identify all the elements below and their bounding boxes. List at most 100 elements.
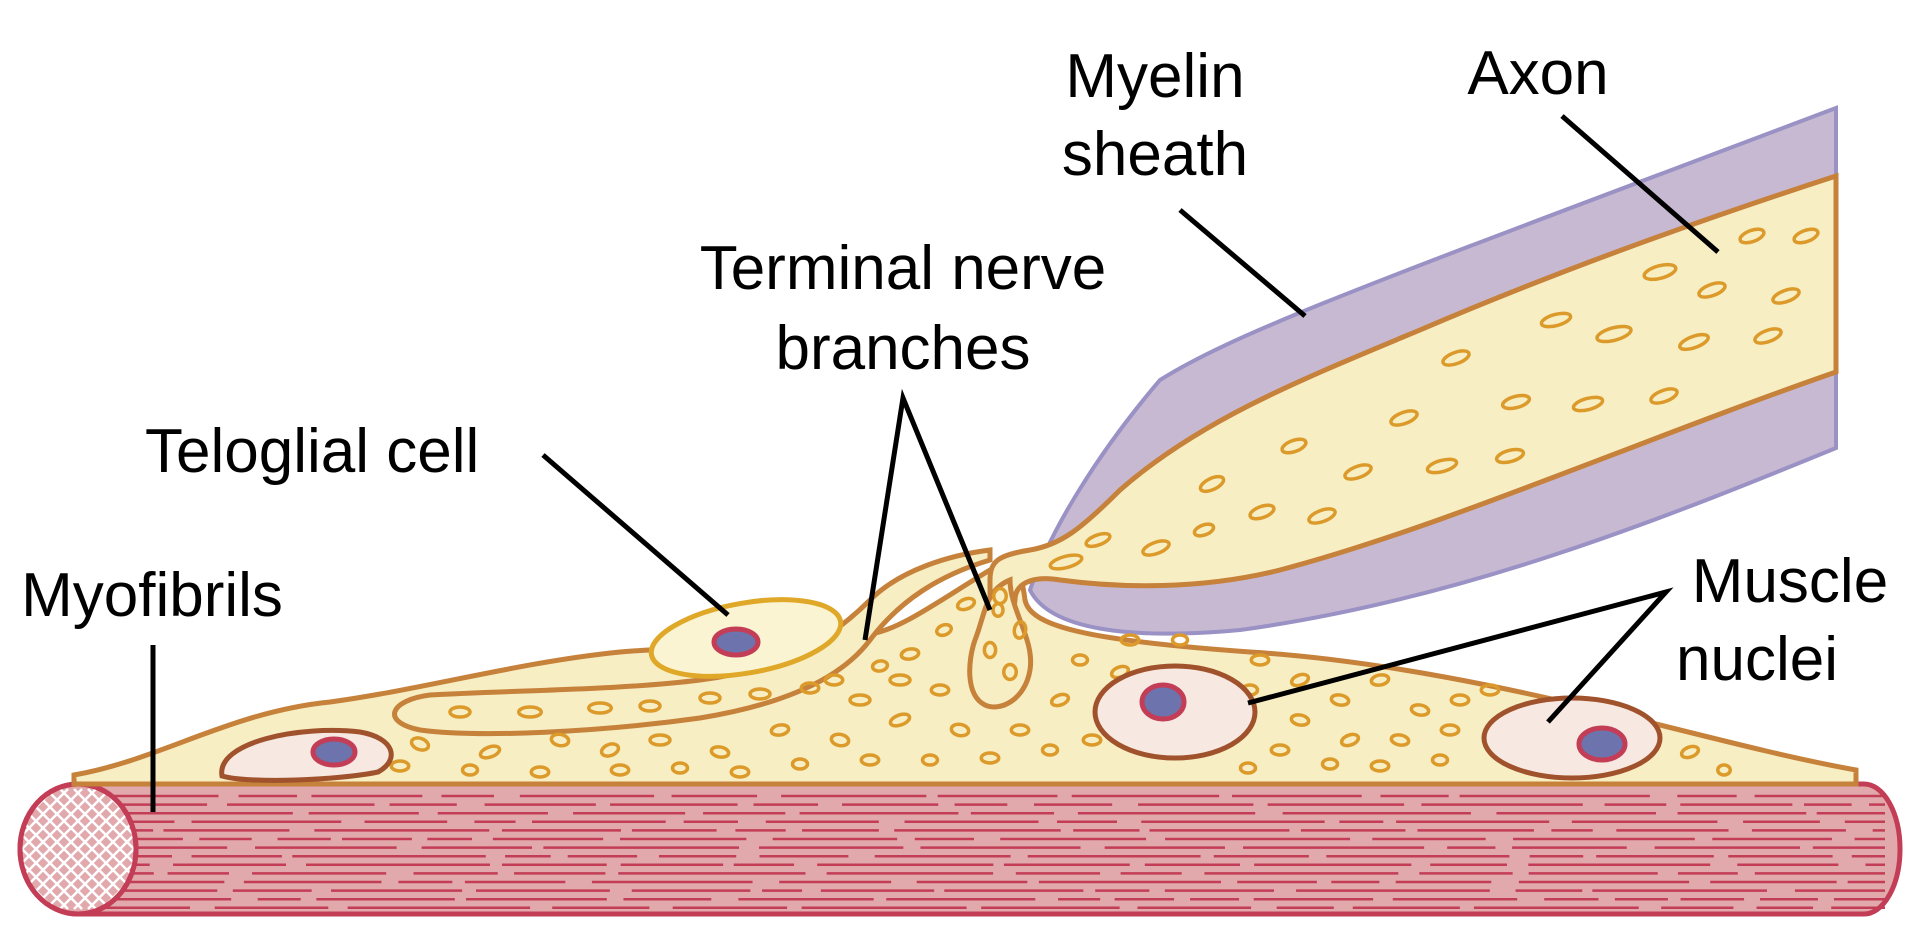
leader-lines bbox=[150, 114, 1720, 812]
vesicle bbox=[769, 723, 791, 737]
vesicle bbox=[748, 687, 772, 701]
vesicle bbox=[899, 647, 921, 661]
vesicle bbox=[955, 596, 977, 612]
vesicle bbox=[979, 751, 1001, 765]
vesicle bbox=[670, 761, 690, 775]
vesicle bbox=[448, 705, 472, 719]
vesicle bbox=[1329, 693, 1351, 707]
muscle-fiber bbox=[17, 781, 1903, 917]
vesicle bbox=[1307, 507, 1337, 525]
vesicle bbox=[709, 745, 731, 759]
vesicle bbox=[549, 732, 571, 748]
vesicle bbox=[1009, 723, 1031, 737]
muscle-nuclei-leader bbox=[1247, 587, 1674, 724]
vesicle bbox=[409, 736, 431, 752]
vesicle bbox=[1479, 683, 1501, 697]
vesicle bbox=[1084, 531, 1112, 549]
vesicle bbox=[1081, 733, 1103, 747]
vesicle bbox=[1369, 673, 1391, 687]
vesicle bbox=[1539, 311, 1573, 329]
vesicle bbox=[991, 602, 1005, 618]
vesicle bbox=[1343, 463, 1373, 481]
vesicle bbox=[517, 705, 543, 719]
vesicle bbox=[1002, 662, 1018, 682]
vesicle bbox=[1198, 474, 1226, 494]
myelin-leader bbox=[1178, 208, 1307, 318]
vesicle bbox=[729, 765, 751, 779]
synaptic-vesicles bbox=[389, 227, 1820, 779]
vesicle bbox=[478, 744, 502, 760]
vesicle bbox=[1170, 633, 1190, 647]
vesicle bbox=[1409, 703, 1431, 717]
crosshatch-line bbox=[22, 788, 111, 910]
vesicle bbox=[1238, 761, 1258, 775]
vesicle bbox=[1248, 503, 1276, 521]
muscle-nucleus bbox=[1481, 695, 1663, 781]
label-myofibrils: Myofibrils bbox=[21, 561, 283, 630]
vesicle bbox=[1494, 447, 1526, 465]
vesicle bbox=[1389, 733, 1411, 747]
crosshatch-line bbox=[22, 788, 134, 910]
label-muscle-line2: nuclei bbox=[1676, 625, 1838, 694]
vesicle bbox=[1289, 672, 1311, 688]
vesicle bbox=[1339, 732, 1361, 748]
vesicle bbox=[920, 753, 940, 767]
label-myelin-line2: sheath bbox=[1062, 120, 1248, 189]
vesicle bbox=[1320, 757, 1340, 771]
crosshatch-line bbox=[45, 788, 134, 910]
vesicle bbox=[1571, 395, 1605, 413]
vesicle bbox=[1792, 227, 1820, 245]
vesicle bbox=[848, 693, 872, 707]
vesicle bbox=[1642, 262, 1678, 282]
vesicle bbox=[1192, 522, 1216, 538]
vesicle bbox=[1070, 653, 1090, 667]
vesicle bbox=[1678, 332, 1710, 352]
vesicle bbox=[1389, 409, 1419, 427]
vesicle bbox=[609, 763, 631, 777]
vesicle bbox=[1679, 744, 1701, 760]
label-teloglial: Teloglial cell bbox=[145, 417, 479, 486]
vesicle bbox=[1269, 743, 1291, 757]
vesicle bbox=[790, 757, 810, 771]
crosshatch-line bbox=[59, 788, 134, 910]
vesicle bbox=[638, 699, 662, 713]
teloglial-leader bbox=[541, 453, 730, 617]
vesicle bbox=[587, 701, 613, 715]
vesicle bbox=[859, 753, 881, 767]
vesicle bbox=[829, 732, 851, 748]
vesicle bbox=[929, 683, 951, 697]
muscle-nuclei bbox=[219, 663, 1663, 783]
crosshatch-line bbox=[22, 788, 83, 910]
vesicle bbox=[888, 673, 912, 687]
vesicle bbox=[1595, 324, 1633, 344]
vesicle bbox=[1289, 713, 1311, 727]
label-myelin-line1: Myelin bbox=[1065, 42, 1244, 111]
vesicle bbox=[799, 681, 821, 695]
teloglial-cell-nucleus bbox=[711, 626, 761, 658]
crosshatch-line bbox=[22, 788, 97, 910]
crosshatch-line bbox=[87, 788, 134, 910]
label-axon: Axon bbox=[1467, 39, 1608, 108]
vesicle bbox=[1738, 227, 1766, 245]
vesicle bbox=[1439, 723, 1461, 737]
vesicle bbox=[698, 691, 722, 705]
label-terminal-line2: branches bbox=[775, 314, 1030, 383]
vesicle bbox=[1430, 753, 1450, 767]
crosshatch-line bbox=[73, 788, 134, 910]
vesicle bbox=[888, 712, 912, 728]
vesicle bbox=[823, 673, 845, 687]
vesicle bbox=[1012, 620, 1028, 640]
vesicle bbox=[1449, 693, 1471, 707]
vesicle bbox=[460, 763, 480, 777]
vesicle bbox=[1771, 287, 1801, 305]
vesicle bbox=[1716, 763, 1732, 777]
vesicle bbox=[1040, 743, 1060, 757]
terminal-leader bbox=[862, 388, 993, 641]
vesicle bbox=[1119, 633, 1141, 647]
muscle-nucleus bbox=[1092, 663, 1258, 761]
vesicle bbox=[1280, 437, 1308, 455]
teloglial-cell bbox=[648, 597, 844, 679]
vesicle bbox=[982, 640, 998, 660]
vesicle bbox=[1441, 349, 1471, 367]
